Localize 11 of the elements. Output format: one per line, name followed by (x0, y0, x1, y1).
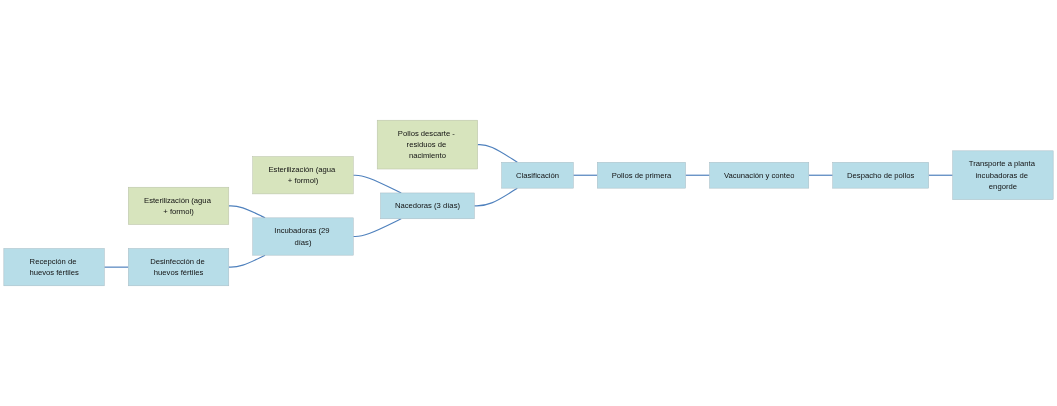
connector (473, 187, 518, 207)
connector (228, 205, 266, 219)
connector (808, 174, 834, 176)
connector (685, 174, 711, 176)
connector (477, 144, 518, 163)
connector (572, 174, 598, 176)
connector (352, 174, 402, 194)
connector (352, 218, 402, 238)
connector (928, 174, 954, 176)
connector (228, 254, 266, 268)
connector (103, 266, 129, 268)
